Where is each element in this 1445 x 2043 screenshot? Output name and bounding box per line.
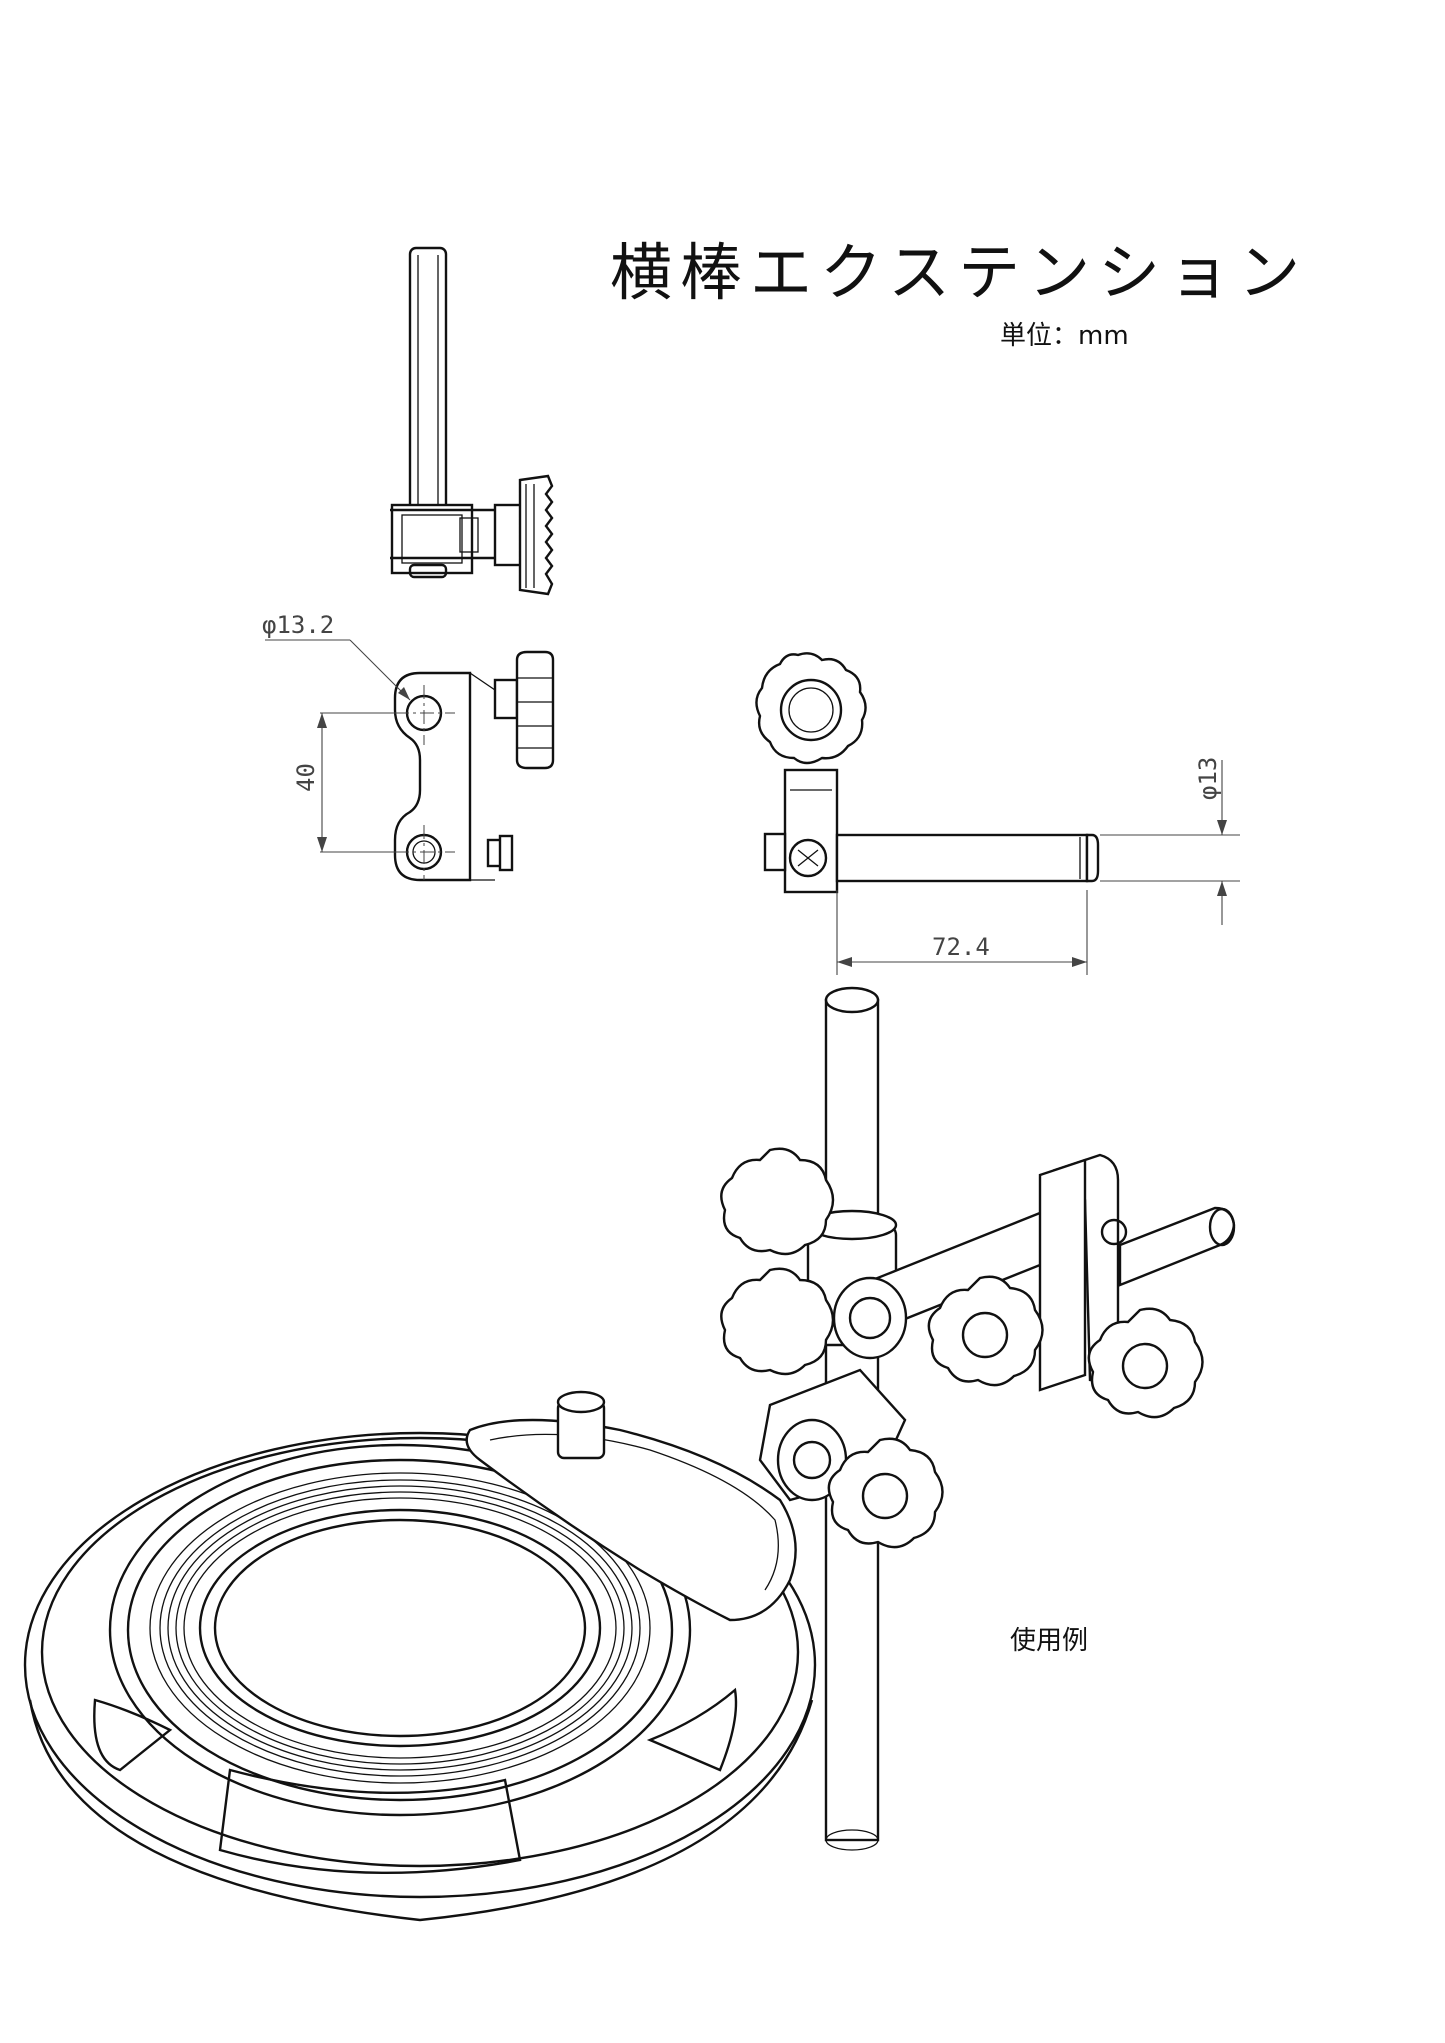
usage-example-illustration bbox=[23, 986, 1236, 1922]
unit-label: 単位：mm bbox=[1000, 321, 1129, 351]
hole-pitch-dim: 40 bbox=[292, 763, 320, 792]
top-view bbox=[390, 246, 554, 596]
rod-diameter-dim: φ13 bbox=[1194, 757, 1222, 800]
page-title: 横棒エクステンション bbox=[610, 236, 1309, 309]
side-view: φ13 72.4 bbox=[755, 652, 1240, 975]
front-view: φ13.2 40 bbox=[262, 611, 555, 882]
hole-diameter-dim: φ13.2 bbox=[262, 611, 334, 639]
knob-shape bbox=[755, 652, 867, 765]
usage-example-label: 使用例 bbox=[1010, 1626, 1089, 1656]
rod-length-dim: 72.4 bbox=[932, 933, 990, 961]
